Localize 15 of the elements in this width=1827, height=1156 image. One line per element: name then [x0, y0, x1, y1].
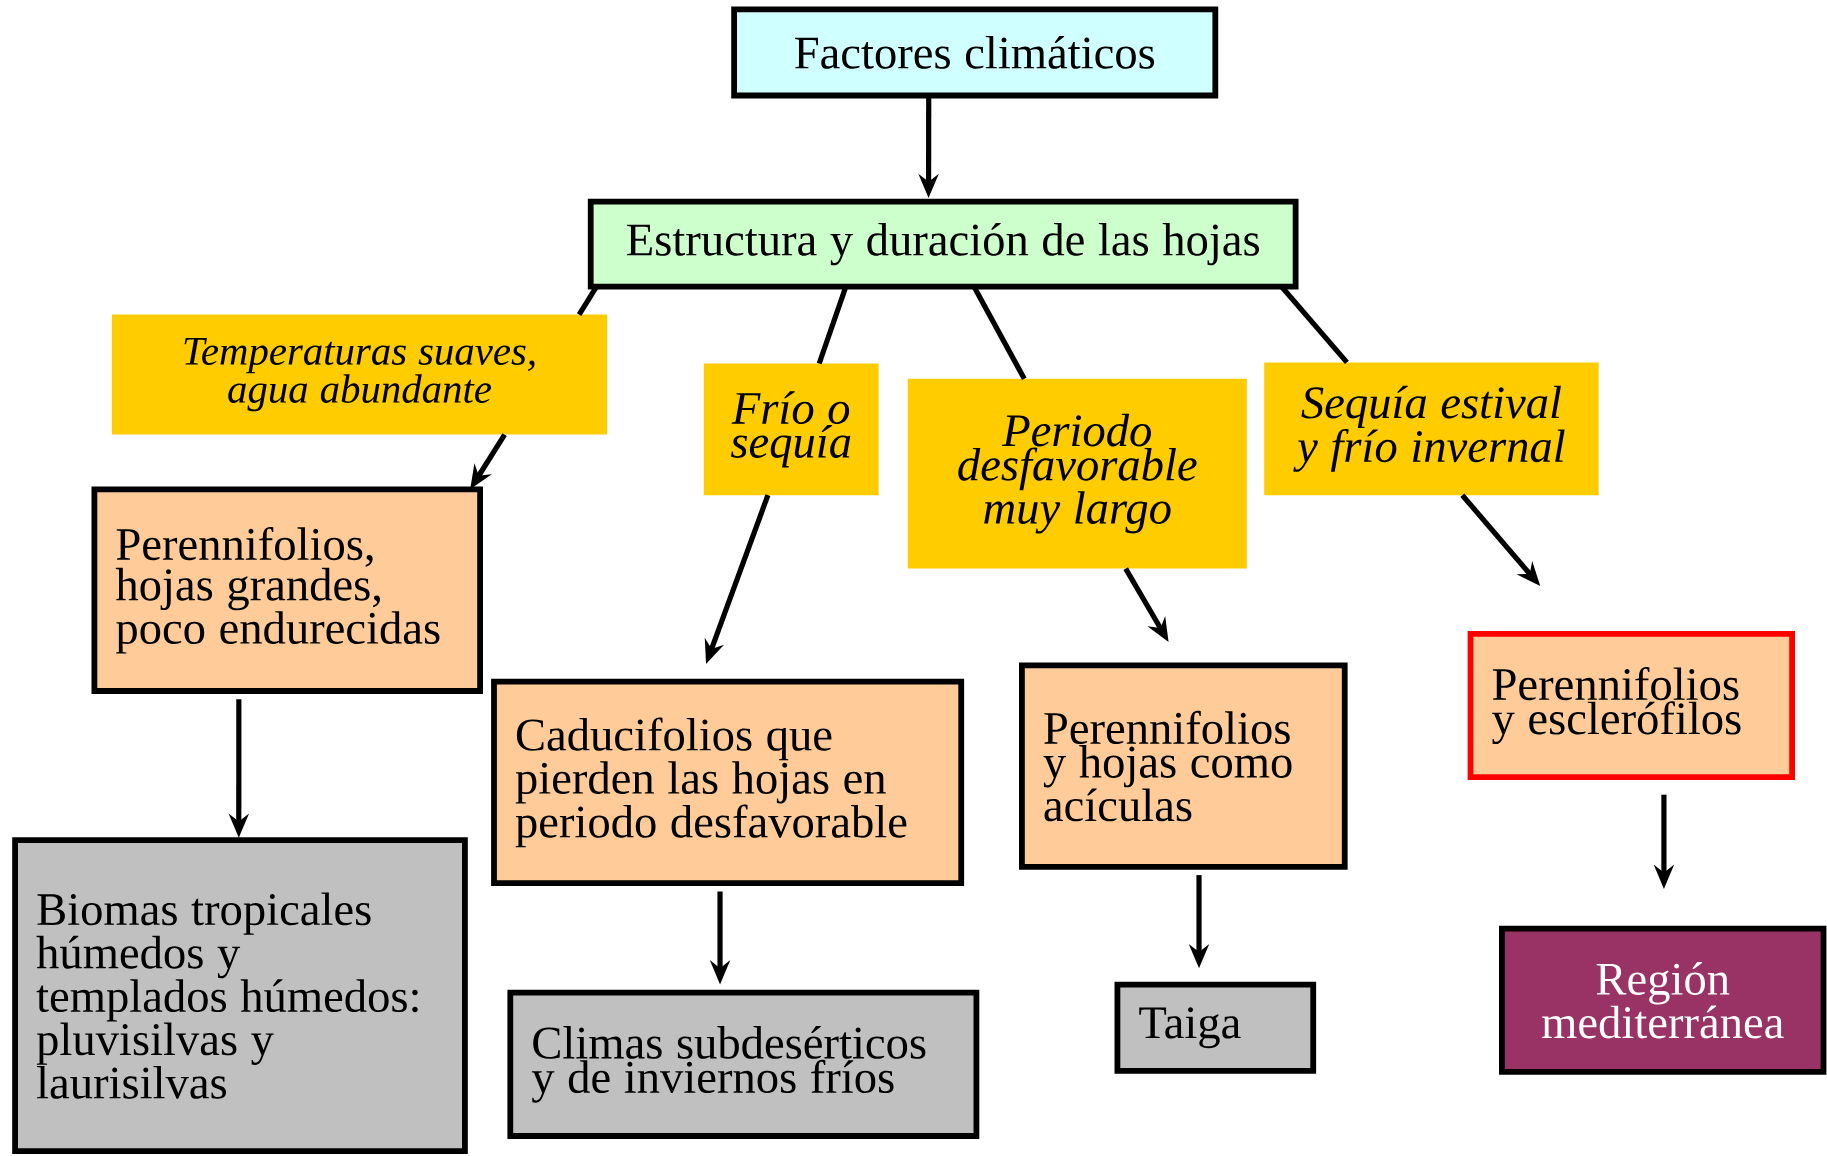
condition-label: Frío o sequía [703, 363, 879, 496]
connector-line [971, 285, 1027, 380]
condition-label: Temperaturas suaves, agua abundante [111, 314, 608, 435]
leaf-type-box: Perennifolios y esclerófilos [1467, 631, 1796, 781]
biome-box: Taiga [1114, 981, 1317, 1074]
title-box: Factores climáticos [731, 6, 1219, 99]
leaf-type-box: Perennifolios, hojas grandes, poco endurecidas [91, 486, 483, 694]
leaf-type-box: Perennifolios y hojas como acículas [1019, 662, 1348, 870]
category-box: Estructura y duración de las hojas [587, 198, 1299, 290]
biome-box: Biomas tropicales húmedos y templados húmedos: pluvisilvas y laurisilvas [12, 837, 468, 1155]
leaf-type-box: Caducifolios que pierden las hojas en periodo desfavorable [491, 678, 965, 887]
condition-label: Periodo desfavorable muy largo [907, 378, 1247, 569]
condition-label: Sequía estival y frío invernal [1264, 362, 1599, 496]
biome-box: Climas subdesérticos y de inviernos fríos [507, 989, 980, 1139]
region-box: Región mediterránea [1499, 925, 1827, 1075]
